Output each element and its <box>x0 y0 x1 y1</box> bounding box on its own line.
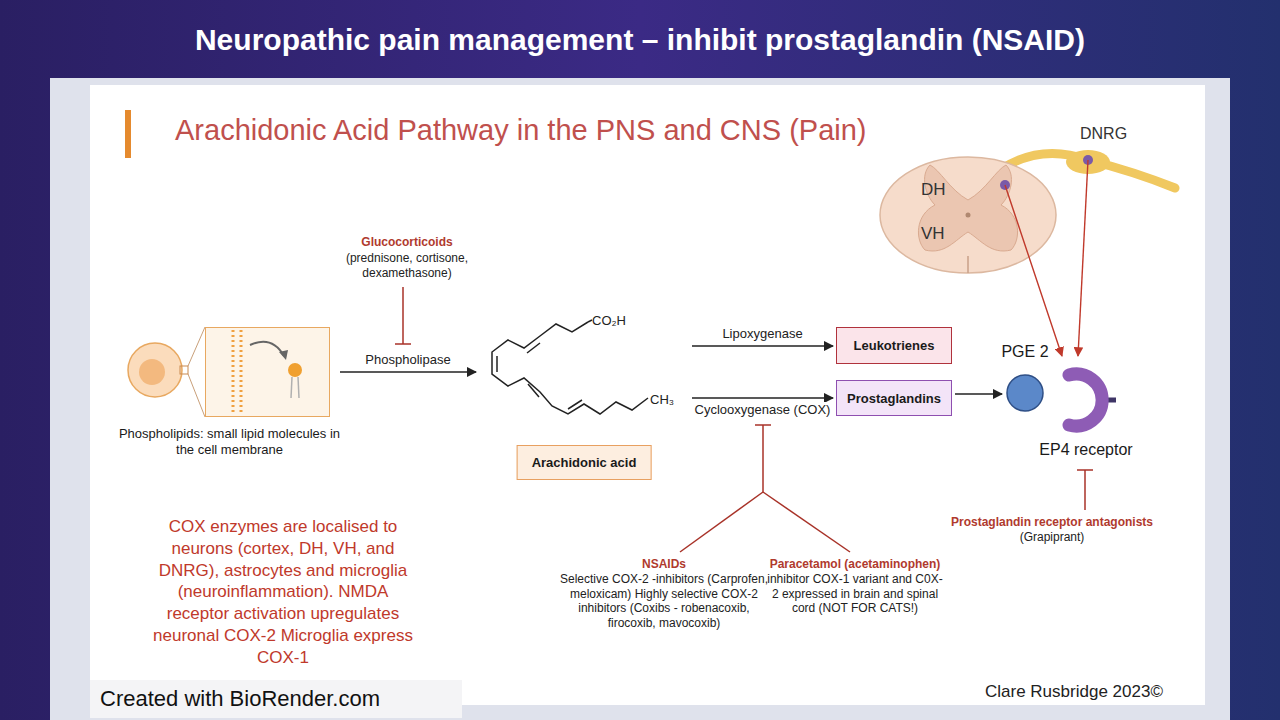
projection-arrow <box>1005 185 1062 356</box>
enzyme-label: Cyclooxygenase (COX) <box>693 402 833 418</box>
node-label: Prostaglandins <box>847 391 941 406</box>
inhibition-line <box>1077 469 1093 471</box>
cell-illustration <box>128 343 182 397</box>
inhibition-line <box>1084 470 1086 510</box>
spinal-cord-illustration <box>966 213 971 218</box>
drug-class: Prostaglandin receptor antagonists <box>951 515 1153 530</box>
receptor-cup <box>1069 374 1102 426</box>
circle-outline <box>1005 373 1045 413</box>
spinal-cord-illustration <box>880 157 1056 273</box>
chemical-group: CH₃ <box>650 392 674 408</box>
cell-illustration <box>288 363 302 377</box>
drug-class: Glucocorticoids <box>322 235 492 250</box>
cell-illustration <box>139 359 165 385</box>
drug-class: NSAIDs <box>579 557 749 572</box>
receptor-outline <box>1055 365 1117 435</box>
slide-frame <box>90 85 1205 705</box>
slide-title: Neuropathic pain management – inhibit pr… <box>0 22 1280 59</box>
inhibition-line <box>763 492 850 552</box>
cell-illustration <box>188 374 205 417</box>
pathway-arrow <box>955 393 1002 395</box>
arachidonic-acid-structure <box>492 322 648 414</box>
receptor-shape: EP4 receptor <box>1055 365 1117 435</box>
diagram-heading: Arachidonic Acid Pathway in the PNS and … <box>175 113 867 148</box>
note-text: COX enzymes are localised to neurons (co… <box>149 516 417 668</box>
slide-frame <box>50 78 1230 720</box>
cell-illustration <box>250 342 284 356</box>
arachidonic-acid-structure <box>588 320 592 322</box>
enzyme-label: Lipoxygenase <box>720 326 804 342</box>
inhibition-line <box>680 492 763 552</box>
inhibition-line <box>395 287 1093 552</box>
drug-examples: (Grapiprant) <box>1020 530 1085 545</box>
cell-illustration <box>279 350 288 360</box>
arachidonic-acid-structure <box>496 356 498 372</box>
drug-class: Paracetamol (acetaminophen) <box>755 557 955 572</box>
structure-label: DNRG <box>1080 124 1127 144</box>
inhibition-line <box>762 425 764 492</box>
cell-illustration <box>298 377 299 398</box>
ligand-circle: PGE 2 <box>1005 373 1045 413</box>
copyright-note: Clare Rusbridge 2023© <box>985 682 1163 703</box>
ligand-circle <box>1007 375 1043 411</box>
cell-illustration <box>180 366 188 374</box>
arachidonic-acid-structure <box>527 343 540 353</box>
pathway-arrow <box>692 397 833 399</box>
projection-arrow <box>1078 160 1088 356</box>
inhibition-line <box>402 287 404 344</box>
node-label: EP4 receptor <box>1039 441 1132 459</box>
inhibition-line <box>755 424 771 426</box>
cell-illustration <box>232 330 235 414</box>
drug-examples: Selective COX-2 -inhibitors (Carprofen, … <box>558 572 770 631</box>
node-label: Leukotrienes <box>854 338 935 353</box>
pathway-arrow <box>340 371 476 373</box>
cell-illustration <box>291 377 292 398</box>
node-label: Phospholipids: small lipid molecules in … <box>117 426 342 458</box>
membrane-box: Phospholipids: small lipid molecules in … <box>205 327 330 417</box>
cell-illustration <box>205 327 330 417</box>
arachidonic-acid-structure <box>492 320 648 414</box>
drug-examples: (prednisone, cortisone, dexamethasone) <box>337 251 477 280</box>
projection-arrow <box>1005 160 1088 356</box>
cell-illustration <box>240 330 243 414</box>
structure-label: DH <box>921 180 946 201</box>
spinal-cord-illustration <box>918 165 1017 251</box>
node-label: PGE 2 <box>1001 343 1048 361</box>
molecule-box: Arachidonic acid <box>478 295 690 480</box>
cell-illustration <box>188 327 205 366</box>
enzyme-label: Phospholipase <box>363 352 452 368</box>
arachidonic-acid-structure <box>528 384 539 397</box>
node-label: Arachidonic acid <box>517 445 652 480</box>
slide-frame <box>125 110 131 158</box>
product-box: Leukotrienes <box>836 327 952 364</box>
structure-label: VH <box>921 224 945 245</box>
credit-box: Created with BioRender.com <box>90 680 462 718</box>
product-box: Prostaglandins <box>836 380 952 416</box>
spinal-cord-illustration <box>967 256 969 273</box>
drug-examples: inhibitor COX-1 variant and C0X-2 expres… <box>766 572 944 616</box>
inhibition-line <box>395 343 411 345</box>
arachidonic-acid-structure <box>568 400 582 409</box>
chemical-group: CO₂H <box>592 313 626 329</box>
cell-illustration <box>128 327 330 417</box>
pathway-arrow <box>692 345 833 347</box>
